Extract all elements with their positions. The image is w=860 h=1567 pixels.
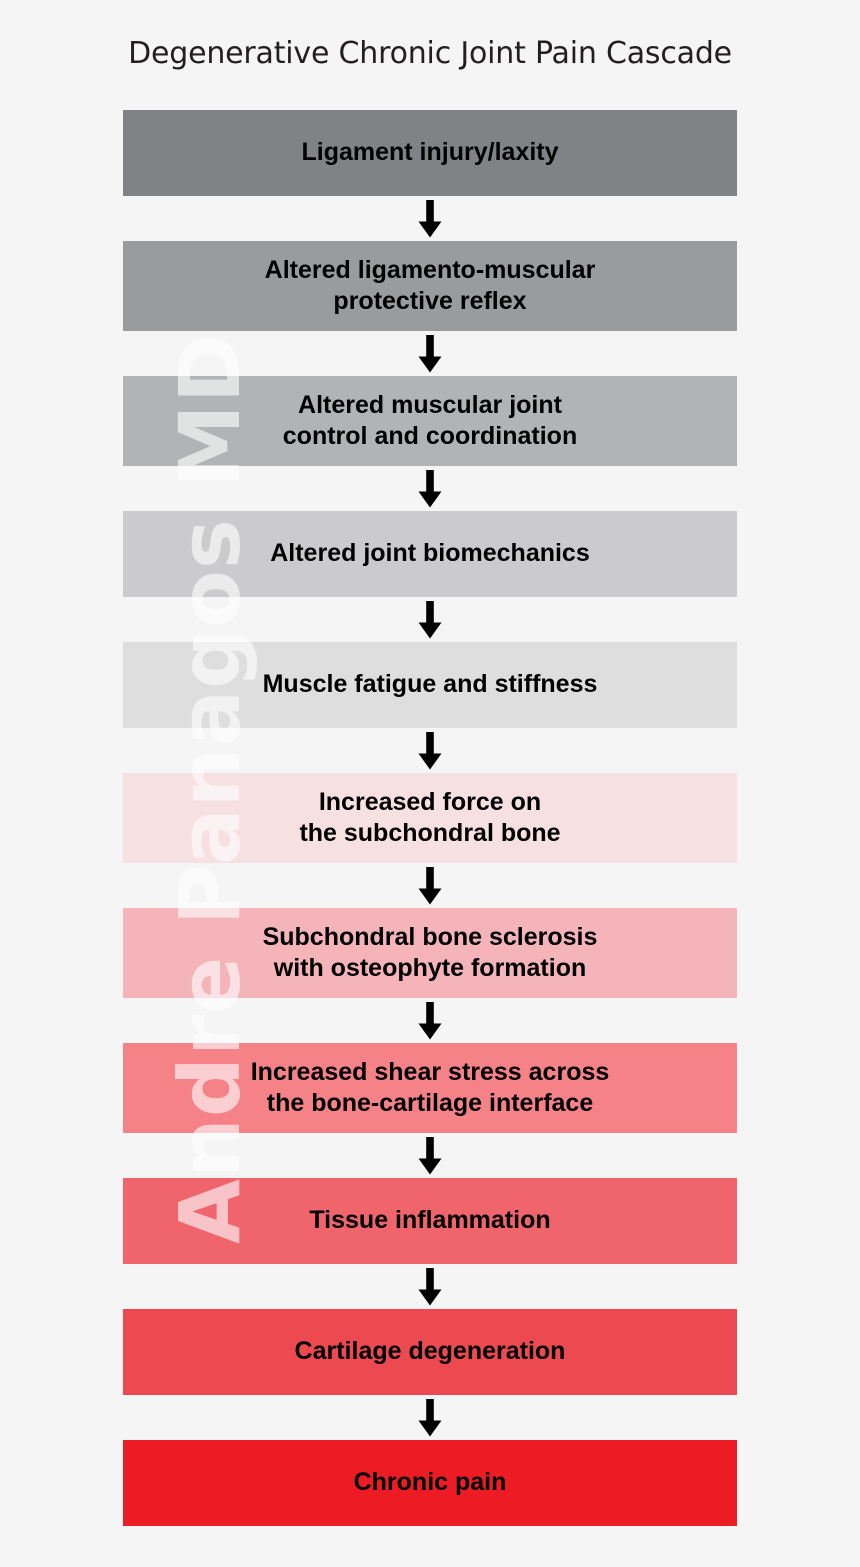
- arrow-down-icon: [123, 1133, 737, 1178]
- arrow-down-icon: [123, 466, 737, 511]
- cascade-node-label: Altered joint biomechanics: [270, 539, 590, 568]
- cascade-node-6: Increased force on the subchondral bone: [123, 773, 737, 863]
- cascade-node-1: Ligament injury/laxity: [123, 110, 737, 196]
- cascade-node-9: Tissue inflammation: [123, 1178, 737, 1264]
- cascade-node-label: Altered muscular joint control and coord…: [282, 390, 578, 451]
- arrow-down-icon: [123, 863, 737, 908]
- arrow-down-icon: [123, 728, 737, 773]
- cascade-node-label: Increased shear stress across the bone-c…: [250, 1057, 610, 1118]
- cascade-node-10: Cartilage degeneration: [123, 1309, 737, 1395]
- arrow-down-icon: [123, 1264, 737, 1309]
- cascade-node-label: Chronic pain: [353, 1468, 507, 1497]
- cascade-node-label: Subchondral bone sclerosis with osteophy…: [262, 922, 598, 983]
- cascade-node-label: Tissue inflammation: [309, 1206, 551, 1235]
- arrow-down-icon: [123, 998, 737, 1043]
- cascade-node-5: Muscle fatigue and stiffness: [123, 642, 737, 728]
- cascade-node-label: Altered ligamento-muscular protective re…: [264, 255, 596, 316]
- cascade-node-2: Altered ligamento-muscular protective re…: [123, 241, 737, 331]
- cascade-node-label: Ligament injury/laxity: [301, 138, 559, 167]
- cascade-node-label: Increased force on the subchondral bone: [299, 787, 561, 848]
- cascade-node-7: Subchondral bone sclerosis with osteophy…: [123, 908, 737, 998]
- arrow-down-icon: [123, 331, 737, 376]
- cascade-node-11: Chronic pain: [123, 1440, 737, 1526]
- arrow-down-icon: [123, 196, 737, 241]
- cascade-node-label: Muscle fatigue and stiffness: [262, 670, 598, 699]
- cascade-node-label: Cartilage degeneration: [294, 1337, 566, 1366]
- arrow-down-icon: [123, 1395, 737, 1440]
- page-title: Degenerative Chronic Joint Pain Cascade: [128, 36, 732, 71]
- arrow-down-icon: [123, 597, 737, 642]
- cascade-node-8: Increased shear stress across the bone-c…: [123, 1043, 737, 1133]
- cascade-node-3: Altered muscular joint control and coord…: [123, 376, 737, 466]
- cascade-node-4: Altered joint biomechanics: [123, 511, 737, 597]
